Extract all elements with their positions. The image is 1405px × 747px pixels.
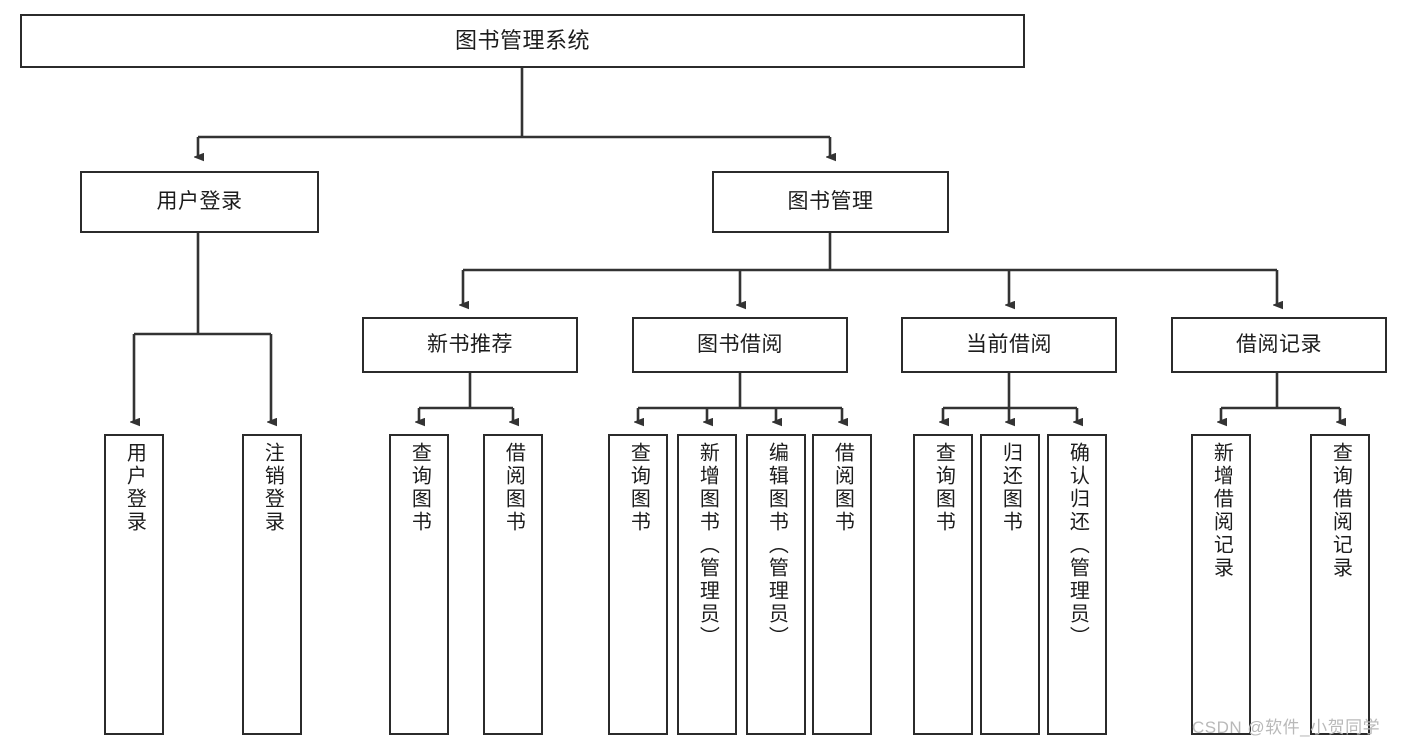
node-user-login[interactable]: 用户登录 [80,171,319,233]
node-label: 确认归还（管理员） [1066,442,1089,649]
node-book-borrow[interactable]: 图书借阅 [632,317,848,373]
node-label: 图书管理系统 [454,28,590,54]
node-leaf-add-book[interactable]: 新增图书（管理员） [677,434,737,735]
node-label: 新增图书（管理员） [696,442,719,649]
node-label: 查询图书 [932,442,955,534]
node-leaf-return-book[interactable]: 归还图书 [980,434,1040,735]
node-leaf-borrow-book-2[interactable]: 借阅图书 [812,434,872,735]
node-leaf-add-record[interactable]: 新增借阅记录 [1191,434,1251,735]
node-leaf-query-book-3[interactable]: 查询图书 [913,434,973,735]
node-label: 图书借阅 [697,332,783,356]
node-current-borrow[interactable]: 当前借阅 [901,317,1117,373]
node-label: 查询图书 [627,442,650,534]
node-label: 查询图书 [408,442,431,534]
node-leaf-query-book-2[interactable]: 查询图书 [608,434,668,735]
node-leaf-user-login[interactable]: 用户登录 [104,434,164,735]
node-root[interactable]: 图书管理系统 [20,14,1025,68]
node-book-manage[interactable]: 图书管理 [712,171,949,233]
node-label: 注销登录 [261,442,284,534]
node-label: 新增借阅记录 [1210,442,1233,580]
node-leaf-confirm-return[interactable]: 确认归还（管理员） [1047,434,1107,735]
node-label: 当前借阅 [966,332,1052,356]
node-label: 编辑图书（管理员） [765,442,788,649]
node-label: 查询借阅记录 [1329,442,1352,580]
node-borrow-record[interactable]: 借阅记录 [1171,317,1387,373]
node-label: 图书管理 [787,189,874,213]
node-leaf-logout[interactable]: 注销登录 [242,434,302,735]
node-label: 借阅图书 [831,442,854,534]
node-leaf-query-record[interactable]: 查询借阅记录 [1310,434,1370,735]
node-label: 用户登录 [123,442,146,534]
node-leaf-edit-book[interactable]: 编辑图书（管理员） [746,434,806,735]
watermark-text: CSDN @软件_小贺同学 [1192,718,1381,737]
node-leaf-borrow-book-1[interactable]: 借阅图书 [483,434,543,735]
node-label: 借阅图书 [502,442,525,534]
node-new-book-rec[interactable]: 新书推荐 [362,317,578,373]
node-leaf-query-book-1[interactable]: 查询图书 [389,434,449,735]
node-label: 归还图书 [999,442,1022,534]
node-label: 用户登录 [156,189,243,213]
node-label: 新书推荐 [427,332,513,356]
node-label: 借阅记录 [1236,332,1322,356]
